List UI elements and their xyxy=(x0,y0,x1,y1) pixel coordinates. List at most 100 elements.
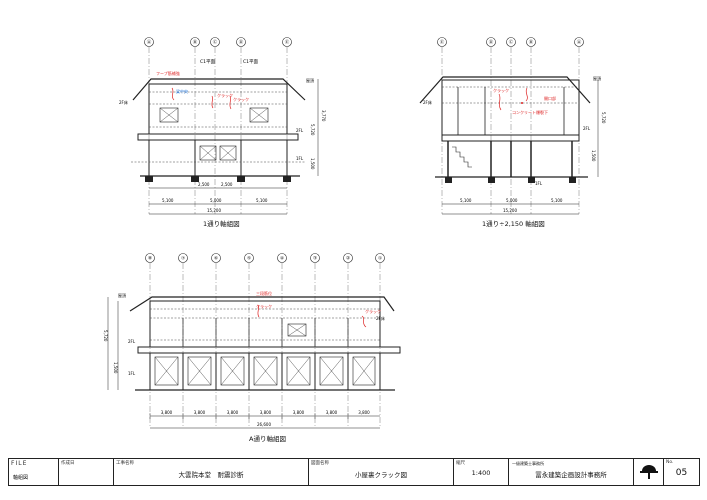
red-note-2: クラック xyxy=(217,92,233,98)
grid-bubble xyxy=(244,253,254,263)
grid-bubble xyxy=(236,37,246,47)
dim-total: 26,600 xyxy=(257,422,271,427)
bay-dimension: 3,800 xyxy=(358,410,370,415)
scale-value: 1:400 xyxy=(471,469,491,477)
red-note-3: コンクリート爆裂下 xyxy=(512,109,548,115)
dim-bottom1-b: 2,500 xyxy=(221,182,233,187)
dim-side-2: 5,720 xyxy=(310,124,315,136)
blue-note: 梁中央 xyxy=(176,88,188,94)
office-logo-icon xyxy=(640,465,658,479)
project-name: 大雲院本堂 耐震診断 xyxy=(178,471,244,479)
title-block: FILE 軸組図 作成日 工事名称 大雲院本堂 耐震診断 図面名称 小屋裏クラッ… xyxy=(8,458,700,486)
grid-bubble xyxy=(526,37,536,47)
office-name: 冨永建築企画設計事務所 xyxy=(535,471,607,479)
date-label: 作成日 xyxy=(61,461,75,466)
level-2fl: 2FL xyxy=(128,339,136,344)
red-note-1: フープ筋補強 xyxy=(156,70,180,76)
level-2f-floor: 2F床 xyxy=(423,99,432,105)
caption-1-axis-section: 1通り÷2,150 軸組図 xyxy=(482,220,545,228)
panel xyxy=(154,356,179,386)
drawing-cell: 図面名称 小屋裏クラック図 xyxy=(309,459,454,485)
bay-dimension: 3,800 xyxy=(293,410,305,415)
dim-bottom-c: 5,100 xyxy=(551,198,563,203)
grid-label: Ⓓ xyxy=(239,39,244,46)
bay-dimension: 3,800 xyxy=(161,410,173,415)
dim-bottom2-b: 5,000 xyxy=(210,198,222,203)
level-roof: 屋頂 xyxy=(306,77,314,83)
dim-bottom2-a: 5,100 xyxy=(162,198,174,203)
dim-side-1: 3,770 xyxy=(321,110,326,122)
sheet-number: 05 xyxy=(675,468,688,478)
office-cell: 一級建築士事務所 冨永建築企画設計事務所 xyxy=(509,459,634,485)
dim-side-1: 5,720 xyxy=(601,112,606,124)
roof-outline xyxy=(132,78,306,101)
bay-dimension: 3,800 xyxy=(326,410,338,415)
drawing-label: 図面名称 xyxy=(311,461,329,466)
scale-label: 縮尺 xyxy=(456,461,465,466)
level-2f-floor: 2F床 xyxy=(119,99,128,105)
upper-frame xyxy=(148,83,288,135)
red-note-2: クラック xyxy=(256,303,272,309)
level-roof: 屋頂 xyxy=(118,292,126,298)
scale-cell: 縮尺 1:400 xyxy=(454,459,509,485)
grid-bubble xyxy=(210,37,220,47)
level-2f-floor: 2F床 xyxy=(376,315,385,321)
file-value: 軸組図 xyxy=(13,475,29,481)
grid-bubble xyxy=(277,253,287,263)
dim-total: 15,200 xyxy=(503,208,517,213)
date-cell: 作成日 xyxy=(59,459,114,485)
dim-total: 15,200 xyxy=(207,208,221,213)
no-label: No. xyxy=(666,460,674,465)
section-mark-2: C1平面 xyxy=(243,59,259,65)
red-note-2: 開口部 xyxy=(544,95,556,101)
panel xyxy=(352,356,376,386)
dim-side-3: 1,500 xyxy=(310,158,315,170)
red-note-3: クラック xyxy=(233,96,249,102)
grid-label: ② xyxy=(346,256,350,262)
panel xyxy=(187,356,212,386)
project-label: 工事名称 xyxy=(116,461,134,466)
red-note-1: クラック xyxy=(493,87,509,93)
caption-1-axis: 1通り軸組図 xyxy=(203,220,240,228)
caption-a-axis: A通り軸組図 xyxy=(249,435,286,443)
red-note-1: 三段筋位 xyxy=(256,290,272,296)
grid-label: ⑥ xyxy=(214,256,218,262)
grid-bubble xyxy=(506,37,516,47)
grid-label: Ⓒ xyxy=(509,39,514,46)
level-1fl: 1FL xyxy=(128,371,136,376)
panel xyxy=(253,356,278,386)
grid-label: Ⓑ xyxy=(529,39,534,46)
grid-bubble xyxy=(178,253,188,263)
grid-bubble xyxy=(486,37,496,47)
grid-lines: Ⓔ Ⓓ Ⓒ Ⓑ Ⓐ xyxy=(437,37,584,214)
grid-label: ③ xyxy=(313,256,317,262)
grid-label: Ⓐ xyxy=(577,39,582,46)
grid-label: Ⓑ xyxy=(193,39,198,46)
number-cell: No. 05 xyxy=(664,459,699,485)
grid-bubble xyxy=(310,253,320,263)
dim-side-2: 1,500 xyxy=(591,150,596,162)
grid-bubble xyxy=(190,37,200,47)
dim-bottom-a: 5,100 xyxy=(460,198,472,203)
ground-bays xyxy=(154,318,381,390)
dim-bottom2-c: 5,100 xyxy=(256,198,268,203)
project-cell: 工事名称 大雲院本堂 耐震診断 xyxy=(114,459,309,485)
grid-bubble xyxy=(343,253,353,263)
grid-label: ⑤ xyxy=(247,256,251,262)
red-note-3: クラック xyxy=(365,308,381,314)
grid-label: Ⓒ xyxy=(213,39,218,46)
panel xyxy=(319,356,344,386)
grid-label: Ⓔ xyxy=(440,39,445,46)
bay-dimension: 3,800 xyxy=(260,410,272,415)
grid-label: Ⓔ xyxy=(285,39,290,46)
grid-label: Ⓐ xyxy=(147,39,152,46)
bay-dimension: 3,800 xyxy=(227,410,239,415)
grid-label: ① xyxy=(378,256,382,262)
grid-bubble xyxy=(211,253,221,263)
grid-bubble xyxy=(574,37,584,47)
grid-lines: Ⓐ Ⓑ Ⓒ Ⓓ Ⓔ xyxy=(144,37,292,214)
grid-label: Ⓓ xyxy=(489,39,494,46)
